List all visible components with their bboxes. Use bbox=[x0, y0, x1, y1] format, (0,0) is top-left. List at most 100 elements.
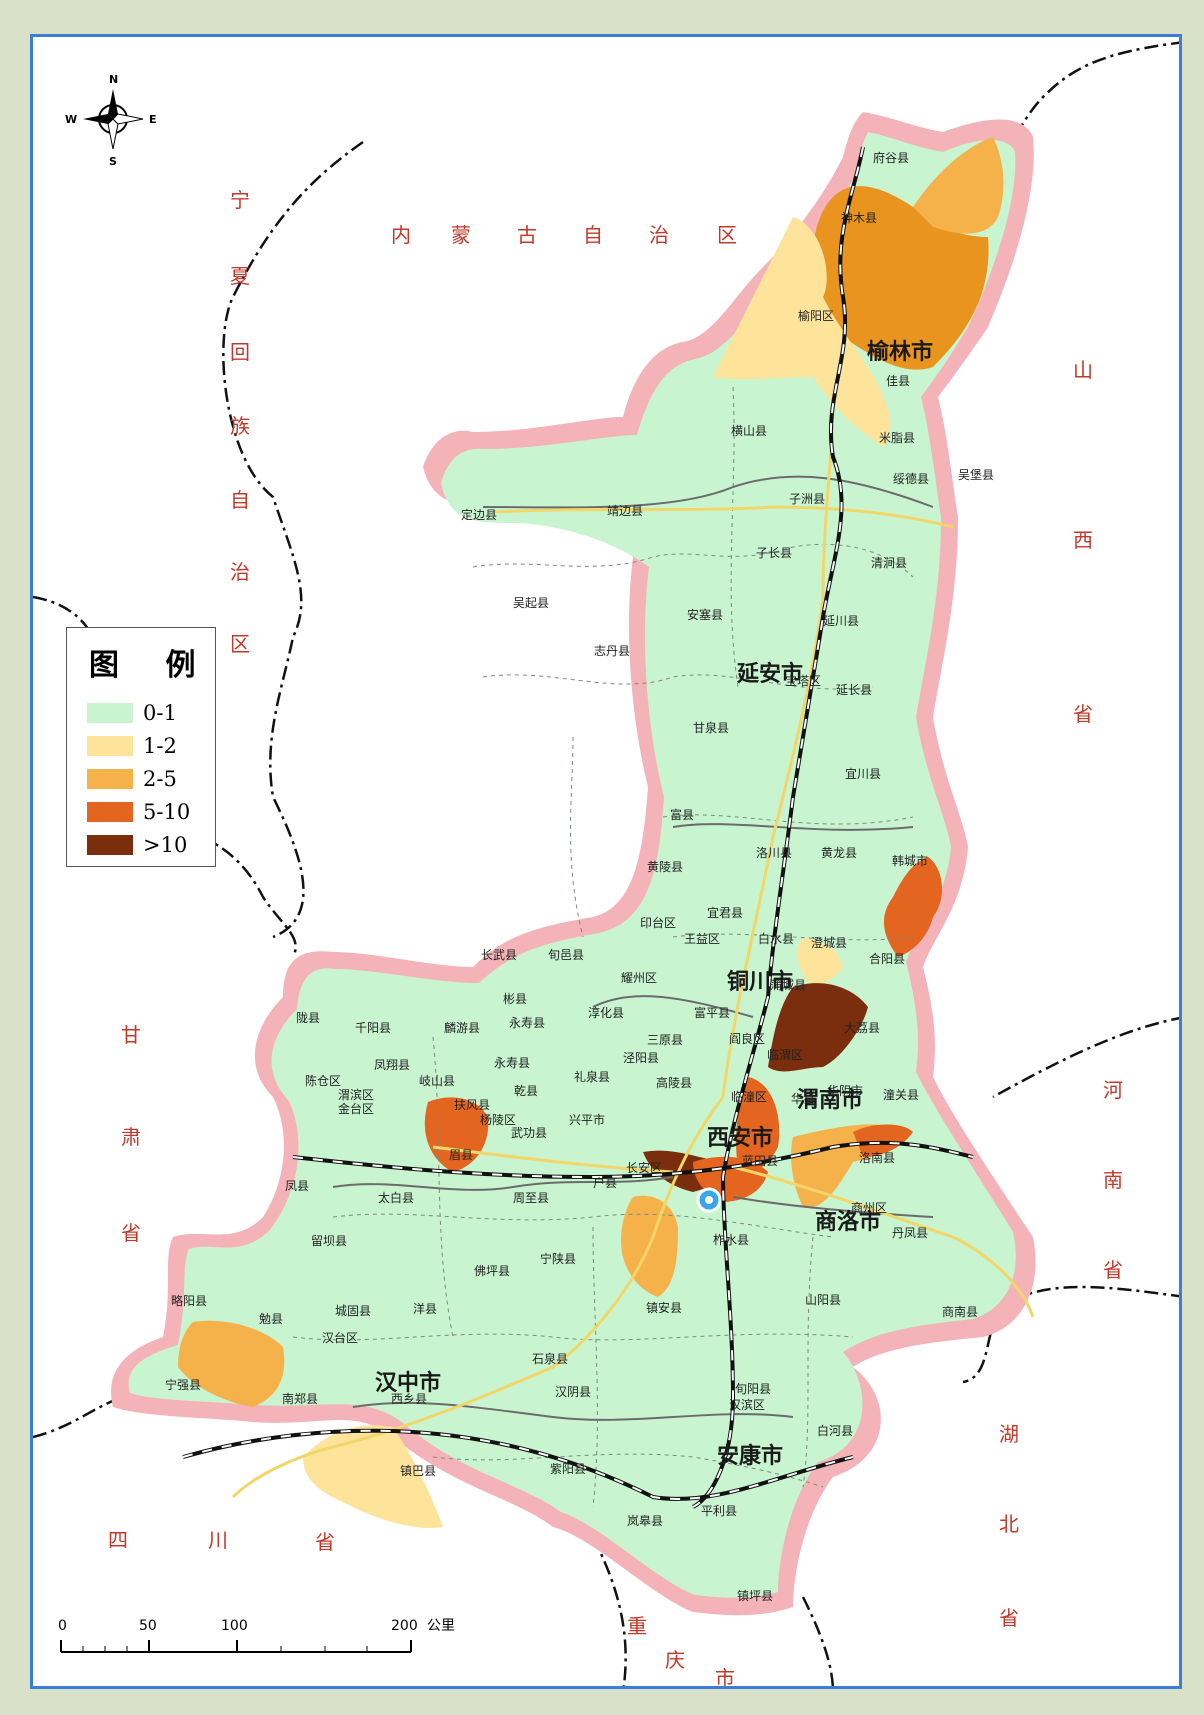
scale-tick-label: 50 bbox=[139, 1618, 157, 1634]
label-henan: 河 bbox=[1103, 1078, 1123, 1102]
label-hubei: 省 bbox=[999, 1606, 1019, 1630]
label-gansu: 省 bbox=[121, 1221, 141, 1245]
county-boundaries bbox=[292, 386, 914, 1508]
label-ningxia: 族 bbox=[230, 414, 250, 438]
legend-swatch bbox=[87, 769, 133, 789]
label-inner-mongolia: 蒙 bbox=[451, 223, 471, 247]
label-inner-mongolia: 内 bbox=[391, 223, 411, 247]
county-label: 甘泉县 bbox=[693, 721, 729, 735]
label-inner-mongolia: 治 bbox=[649, 223, 669, 247]
county-label: 渭滨区 bbox=[338, 1087, 374, 1102]
label-inner-mongolia: 古 bbox=[517, 223, 537, 247]
county-label: 耀州区 bbox=[621, 971, 657, 985]
compass-n: N bbox=[109, 73, 118, 86]
scale-tick-label: 200 bbox=[391, 1618, 418, 1634]
county-label: 临潼区 bbox=[731, 1089, 767, 1104]
legend-item: 0-1 bbox=[87, 700, 207, 726]
county-label: 子洲县 bbox=[789, 492, 825, 506]
county-label: 旬邑县 bbox=[548, 948, 584, 962]
label-chongqing: 市 bbox=[715, 1666, 735, 1689]
county-label: 扶风县 bbox=[454, 1097, 490, 1112]
legend-item: >10 bbox=[87, 832, 207, 858]
label-ningxia: 宁 bbox=[230, 188, 250, 212]
county-label: 华阴市 bbox=[827, 1083, 863, 1098]
label-gansu: 肃 bbox=[121, 1125, 141, 1149]
county-label: 大荔县 bbox=[844, 1021, 880, 1035]
county-label: 商南县 bbox=[942, 1304, 978, 1319]
county-label: 吴起县 bbox=[513, 596, 549, 610]
county-label: 镇巴县 bbox=[400, 1464, 436, 1478]
county-label: 吴堡县 bbox=[958, 467, 994, 482]
highways bbox=[231, 396, 1035, 1499]
compass-w: W bbox=[65, 113, 77, 126]
county-label: 白水县 bbox=[758, 931, 794, 946]
county-label: 略阳县 bbox=[171, 1293, 207, 1308]
legend-label: 5-10 bbox=[143, 800, 191, 824]
county-label: 凤县 bbox=[285, 1179, 309, 1193]
label-inner-mongolia: 区 bbox=[717, 223, 737, 247]
shaanxi-province-base bbox=[128, 132, 1016, 1598]
map-legend: 图 例 0-1 1-2 2-5 5-10 >10 bbox=[66, 627, 216, 867]
county-label: 柞水县 bbox=[713, 1232, 749, 1247]
county-label: 商州区 bbox=[851, 1200, 887, 1215]
county-label: 富县 bbox=[670, 807, 694, 822]
county-label: 佳县 bbox=[886, 374, 910, 388]
county-label: 延川县 bbox=[823, 614, 859, 628]
county-label: 永寿县 bbox=[494, 1056, 530, 1070]
city-label: 汉中市 bbox=[375, 1370, 441, 1396]
county-label: 西乡县 bbox=[391, 1392, 427, 1406]
county-label: 府谷县 bbox=[873, 150, 909, 165]
county-label: 长武县 bbox=[481, 948, 517, 962]
county-label: 阎良区 bbox=[729, 1031, 765, 1046]
label-hubei: 湖 bbox=[999, 1422, 1019, 1446]
city-label: 延安市 bbox=[736, 661, 803, 687]
label-henan: 省 bbox=[1103, 1258, 1123, 1282]
legend-swatch bbox=[87, 802, 133, 822]
legend-swatch bbox=[87, 736, 133, 756]
county-label: 留坝县 bbox=[311, 1234, 347, 1248]
county-label: 汉滨区 bbox=[729, 1397, 765, 1412]
county-label: 定边县 bbox=[461, 507, 497, 522]
legend-title: 图 例 bbox=[89, 648, 214, 683]
county-label: 宁陕县 bbox=[540, 1251, 576, 1266]
county-label: 志丹县 bbox=[594, 644, 630, 658]
county-label: 岐山县 bbox=[419, 1074, 455, 1088]
county-label: 蓝田县 bbox=[742, 1154, 778, 1168]
county-label: 蒲城县 bbox=[770, 978, 806, 992]
label-henan: 南 bbox=[1103, 1168, 1123, 1192]
county-label: 富平县 bbox=[694, 1005, 730, 1020]
county-label: 乾县 bbox=[514, 1084, 538, 1098]
label-sichuan: 省 bbox=[315, 1530, 335, 1554]
county-label: 武功县 bbox=[511, 1126, 547, 1140]
scale-bar: 0 50 100 200 公里 bbox=[58, 1618, 455, 1653]
legend-label: 2-5 bbox=[143, 767, 177, 791]
county-label: 凤翔县 bbox=[374, 1058, 410, 1072]
county-label: 丹凤县 bbox=[892, 1226, 928, 1240]
county-label: 平利县 bbox=[701, 1504, 737, 1518]
compass-s: S bbox=[109, 155, 117, 168]
city-label: 榆林市 bbox=[867, 339, 933, 365]
county-label: 千阳县 bbox=[355, 1021, 391, 1035]
county-label: 淳化县 bbox=[588, 1005, 624, 1020]
county-label: 绥德县 bbox=[893, 471, 929, 486]
city-boundaries bbox=[332, 475, 934, 1421]
county-label: 眉县 bbox=[449, 1148, 473, 1162]
county-label: 高陵县 bbox=[656, 1075, 692, 1090]
county-label: 金台区 bbox=[338, 1101, 374, 1116]
county-label: 神木县 bbox=[841, 211, 877, 225]
county-label: 长安区 bbox=[626, 1160, 662, 1175]
county-label: 镇安县 bbox=[646, 1300, 682, 1315]
label-sichuan: 四 bbox=[108, 1528, 128, 1552]
city-label: 安康市 bbox=[717, 1443, 783, 1469]
county-label: 三原县 bbox=[647, 1033, 683, 1047]
county-label: 子长县 bbox=[756, 546, 792, 560]
county-label: 旬阳县 bbox=[735, 1382, 771, 1396]
county-label: 靖边县 bbox=[607, 504, 643, 518]
county-label: 陈仓区 bbox=[305, 1073, 341, 1088]
county-label: 安塞县 bbox=[687, 607, 723, 622]
county-label: 延长县 bbox=[836, 683, 872, 697]
county-label: 南郑县 bbox=[282, 1391, 318, 1406]
provincial-capital-marker bbox=[696, 1187, 722, 1213]
county-label: 华县 bbox=[791, 1092, 815, 1106]
label-shanxi: 山 bbox=[1073, 358, 1093, 382]
